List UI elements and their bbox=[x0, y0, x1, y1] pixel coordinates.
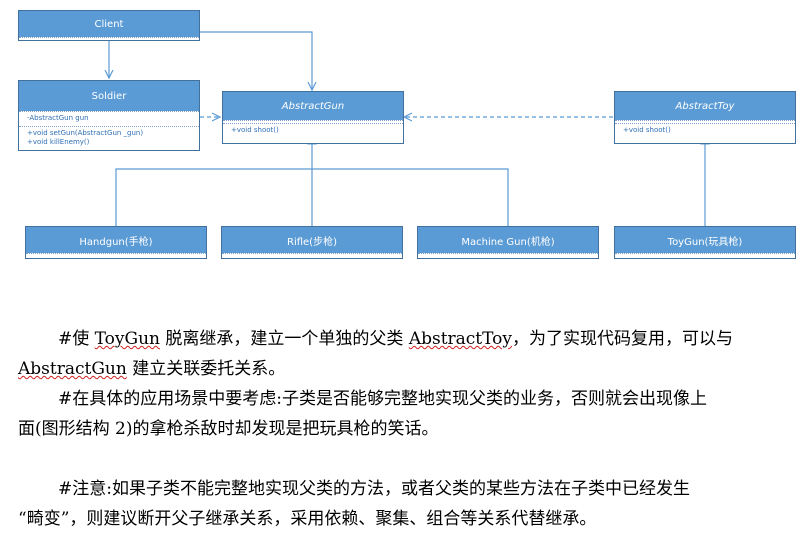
p1-text-e: ，为了实现代码复用，可以与 bbox=[512, 329, 733, 349]
toygun-divider bbox=[615, 253, 795, 256]
client-class: Client bbox=[18, 10, 200, 41]
connector-lines bbox=[0, 31, 710, 226]
p1-text-abstracttoy: AbstractToy bbox=[408, 329, 512, 349]
soldier-class: Soldier -AbstractGun gun +void setGun(Ab… bbox=[18, 80, 200, 151]
abstractgun-methods: +void shoot() bbox=[223, 123, 403, 138]
toygun-class-name: ToyGun(玩具枪) bbox=[615, 227, 795, 253]
soldier-method-setgun: +void setGun(AbstractGun _gun) bbox=[27, 129, 144, 137]
soldier-attributes: -AbstractGun gun bbox=[19, 111, 199, 126]
abstracttoy-class-name: AbstractToy bbox=[615, 92, 795, 120]
paragraph-2-line-2: 面(图形结构 2)的拿枪杀敌时却发现是把玩具枪的笑话。 bbox=[18, 419, 439, 439]
handgun-inheritance-line bbox=[115, 168, 312, 226]
paragraph-3-line-2: “畸变”，则建议断开父子继承关系，采用依赖、聚集、组合等关系代替继承。 bbox=[18, 509, 597, 529]
abstracttoy-class: AbstractToy +void shoot() bbox=[614, 91, 796, 144]
soldier-attribute-gun: -AbstractGun gun bbox=[27, 114, 89, 122]
paragraph-1-line-1: #使 ToyGun 脱离继承，建立一个单独的父类 AbstractToy，为了实… bbox=[18, 324, 809, 354]
paragraph-3-line-1: #注意:如果子类不能完整地实现父类的方法，或者父类的某些方法在子类中已经发生 bbox=[58, 479, 690, 499]
client-divider bbox=[19, 37, 199, 40]
rifle-class-name: Rifle(步枪) bbox=[222, 227, 402, 253]
client-class-name: Client bbox=[19, 11, 199, 37]
handgun-class: Handgun(手枪) bbox=[25, 226, 207, 259]
soldier-class-name: Soldier bbox=[19, 81, 199, 111]
paragraph-2-line-1: #在具体的应用场景中要考虑:子类是否能够完整地实现父类的业务，否则就会出现像上 bbox=[58, 389, 707, 409]
rifle-divider bbox=[222, 253, 402, 256]
machinegun-inheritance-line bbox=[312, 168, 509, 226]
handgun-divider bbox=[26, 253, 206, 256]
soldier-methods: +void setGun(AbstractGun _gun) +void kil… bbox=[19, 126, 199, 150]
abstractgun-attr-divider bbox=[223, 120, 403, 123]
client-to-abstractgun-association bbox=[200, 31, 312, 90]
abstracttoy-methods: +void shoot() bbox=[615, 123, 795, 138]
handgun-class-name: Handgun(手枪) bbox=[26, 227, 206, 253]
p1-text-c: 脱离继承，建立一个单独的父类 bbox=[160, 329, 409, 349]
toygun-class: ToyGun(玩具枪) bbox=[614, 226, 796, 259]
machinegun-divider bbox=[418, 253, 598, 256]
abstracttoy-attr-divider bbox=[615, 120, 795, 123]
rifle-class: Rifle(步枪) bbox=[221, 226, 403, 259]
abstracttoy-method-shoot: +void shoot() bbox=[623, 126, 671, 134]
abstractgun-class-name: AbstractGun bbox=[223, 92, 403, 120]
p1-text-toygun: ToyGun bbox=[94, 329, 160, 349]
machinegun-class: Machine Gun(机枪) bbox=[417, 226, 599, 259]
p1-text-g: 建立关联委托关系。 bbox=[126, 359, 286, 379]
p1-text-abstractgun: AbstractGun bbox=[18, 359, 127, 379]
p1-text-a: #使 bbox=[58, 329, 95, 349]
class-diagram: Client Soldier -AbstractGun gun +void se… bbox=[0, 10, 796, 259]
abstractgun-class: AbstractGun +void shoot() bbox=[222, 91, 404, 144]
soldier-method-killenemy: +void killEnemy() bbox=[27, 138, 90, 146]
machinegun-class-name: Machine Gun(机枪) bbox=[418, 227, 598, 253]
paragraph-1-line-2: AbstractGun 建立关联委托关系。 bbox=[18, 354, 798, 384]
abstractgun-method-shoot: +void shoot() bbox=[231, 126, 279, 134]
